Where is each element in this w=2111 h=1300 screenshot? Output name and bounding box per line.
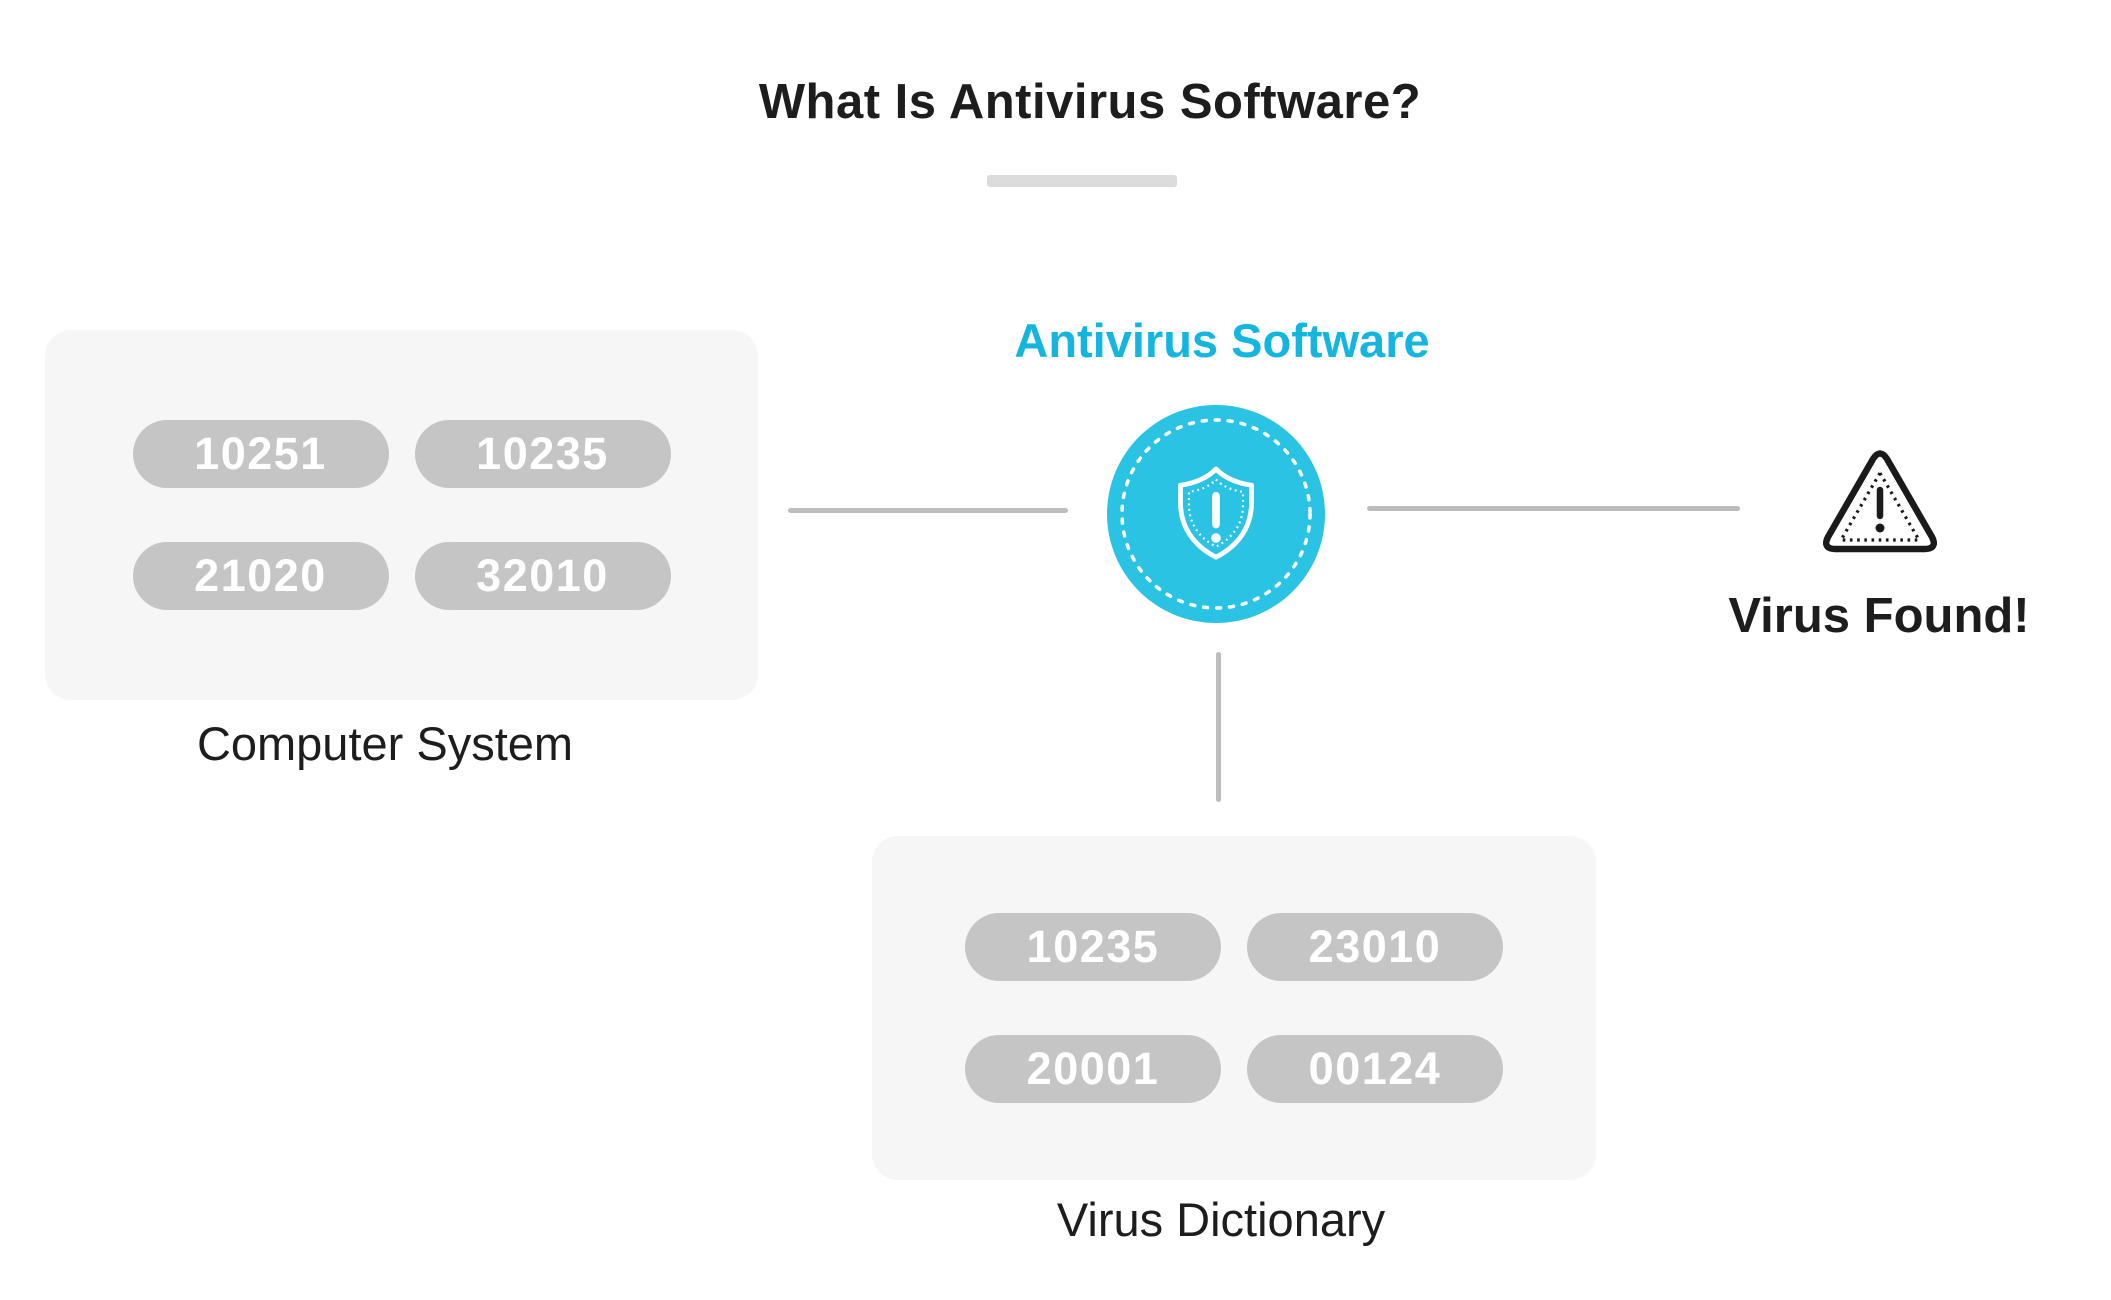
virus-code-badge: 21020 (132, 542, 389, 610)
virus-dictionary-pill-row: 20001 00124 (965, 1035, 1503, 1103)
computer-system-pill-row: 21020 32010 (132, 542, 671, 610)
antivirus-circle-node (1107, 405, 1325, 623)
page-title: What Is Antivirus Software? (758, 75, 1422, 129)
shield-exclamation-icon (1178, 466, 1254, 560)
warning-triangle-icon (1823, 450, 1937, 553)
connector-right-line (1367, 506, 1740, 511)
antivirus-software-label: Antivirus Software (1014, 314, 1430, 367)
virus-dictionary-panel: 10235 23010 20001 00124 (872, 836, 1596, 1180)
virus-code-badge: 10251 (132, 420, 389, 488)
virus-code-badge: 23010 (1247, 913, 1503, 981)
virus-code-badge: 32010 (414, 542, 671, 610)
computer-system-label: Computer System (196, 717, 574, 770)
virus-dictionary-pill-row: 10235 23010 (965, 913, 1503, 981)
connector-vertical-line (1216, 652, 1221, 802)
virus-code-badge: 10235 (414, 420, 671, 488)
computer-system-panel: 10251 10235 21020 32010 (45, 330, 758, 700)
dashed-ring (1120, 418, 1312, 610)
computer-system-pill-row: 10251 10235 (132, 420, 671, 488)
title-underline-divider (987, 175, 1177, 187)
virus-dictionary-label: Virus Dictionary (1056, 1193, 1386, 1246)
virus-code-badge: 20001 (965, 1035, 1221, 1103)
connector-left-line (788, 508, 1068, 513)
virus-code-badge: 10235 (965, 913, 1221, 981)
virus-code-badge: 00124 (1247, 1035, 1503, 1103)
virus-found-label: Virus Found! (1728, 589, 2030, 643)
